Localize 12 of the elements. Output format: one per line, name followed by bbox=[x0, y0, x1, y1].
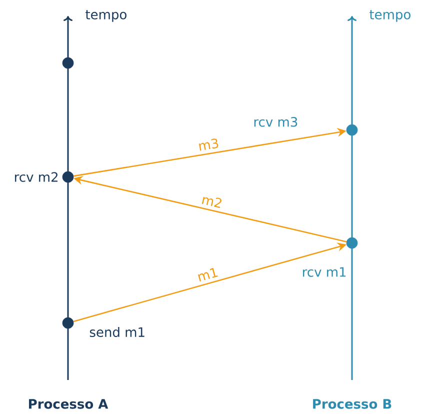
process-label: Processo B bbox=[313, 399, 392, 409]
edge-label: m2 bbox=[202, 196, 222, 208]
process-label: Processo A bbox=[29, 399, 108, 409]
event-label: rcv m3 bbox=[254, 116, 298, 127]
edge-label: m3 bbox=[198, 138, 218, 151]
event-dot bbox=[62, 57, 74, 69]
event-label: send m1 bbox=[90, 326, 144, 338]
event-label: rcv m2 bbox=[15, 172, 58, 182]
event-label: rcv m1 bbox=[303, 267, 346, 277]
time-label: tempo bbox=[370, 10, 410, 22]
edge-label: m1 bbox=[198, 268, 218, 282]
time-label: tempo bbox=[86, 10, 126, 22]
